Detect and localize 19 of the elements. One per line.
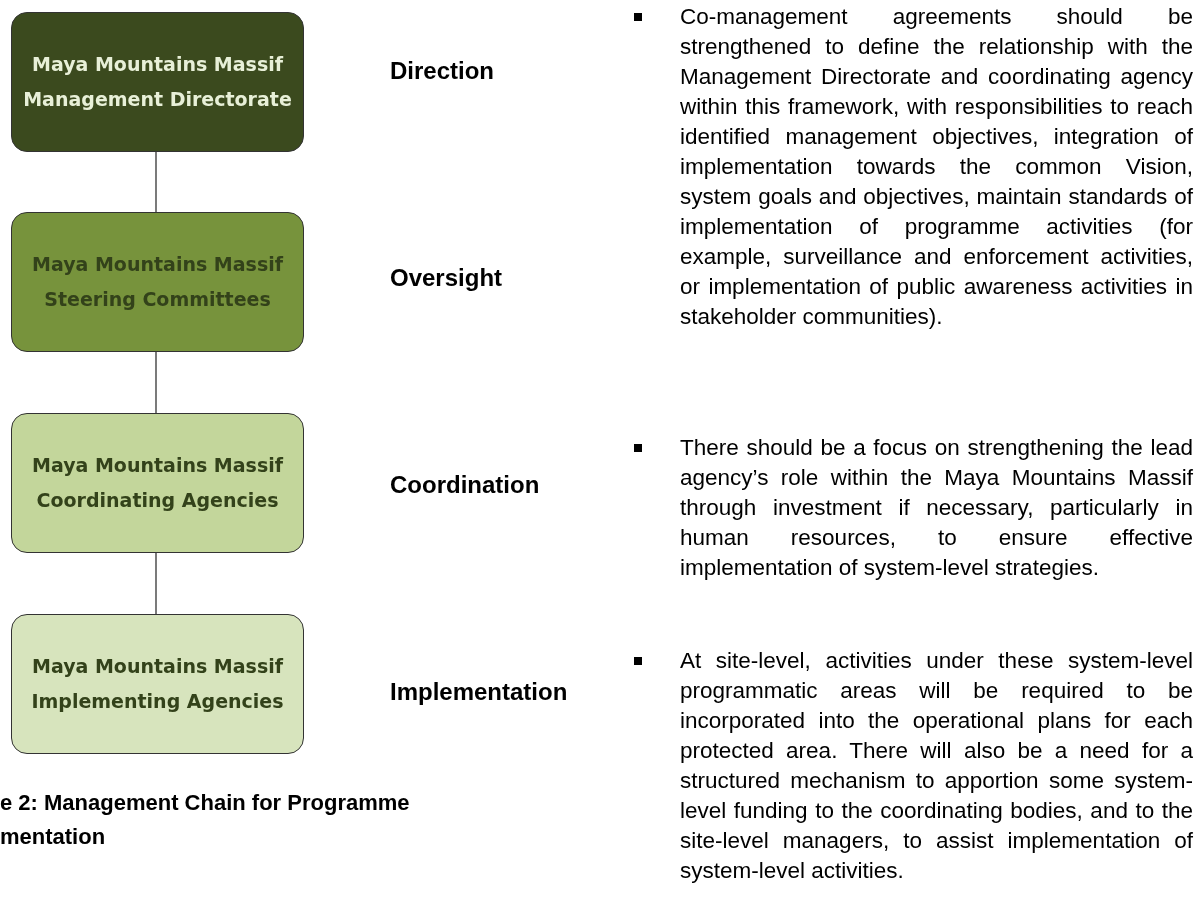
level-label: Direction <box>390 57 494 85</box>
box-label: Maya Mountains Massif Management Directorate <box>22 52 293 112</box>
bullet-paragraph: There should be a focus on strengthening the lead agency’s role within the Maya Mountains Massif through investment if necessary, particularly in human resources, to ensure effective implementation of system-level strategies. <box>680 434 1193 582</box>
connector-line <box>155 552 157 615</box>
bullet-paragraph: At site-level, activities under these system-level programmatic areas will be required to be incorporated into the operational plans for each protected area. There will also be a need for a structured mechanism to apportion some system-level funding to the coordinating bodies, and to the site-level managers, to assist implementation of system-level activities. <box>680 647 1193 885</box>
level-label: Oversight <box>390 264 503 292</box>
rounded-box <box>11 212 304 352</box>
box-label: Maya Mountains Massif Steering Committees <box>31 252 285 312</box>
level-label: Coordination <box>390 471 540 499</box>
bullet-paragraph: Co-management agreements should be strengthened to define the relationship with the Management Directorate and coordinating agency within this framework, with responsibilities to reach identified management objectives, integration of implementation towards the common Vision, system goals and objectives, maintain standards of implementation of programme activities (for example, surveillance and enforcement activities, or implementation of public awareness activities in stakeholder communities). <box>680 3 1193 331</box>
figure-caption: e 2: Management Chain for Programme mentation <box>0 789 411 851</box>
rounded-box <box>11 12 304 152</box>
level-label: Implementation <box>390 678 568 706</box>
connector-line <box>155 351 157 414</box>
box-label: Maya Mountains Massif Coordinating Agencies <box>31 453 285 513</box>
box-label: Maya Mountains Massif Implementing Agencies <box>30 654 285 714</box>
rounded-box <box>11 413 304 553</box>
rounded-box <box>11 614 304 754</box>
connector-line <box>155 151 157 213</box>
